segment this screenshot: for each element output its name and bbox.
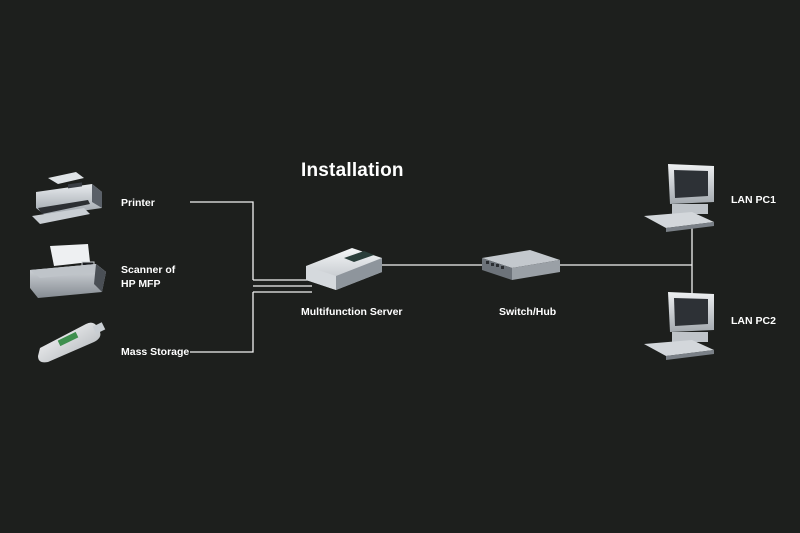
scanner-mfp-icon: [30, 244, 106, 298]
switch-hub-label: Switch/Hub: [499, 306, 557, 318]
printer-link: [190, 201, 254, 280]
printer-icon: [32, 172, 102, 224]
lan-pc1-icon: [644, 164, 714, 232]
lan-pc1-label: LAN PC1: [731, 194, 776, 206]
printer-label: Printer: [121, 197, 155, 209]
page-title: Installation: [301, 160, 404, 181]
storage-link: [190, 292, 254, 353]
scanner-label-line2: HP MFP: [121, 278, 161, 290]
multifunction-server-icon: [306, 248, 382, 290]
usb-storage-icon: [38, 322, 106, 363]
scanner-label-line1: Scanner of: [121, 264, 176, 276]
lan-pc2-icon: [644, 292, 714, 360]
mass-storage-label: Mass Storage: [121, 346, 190, 358]
scanner-label: Scanner of HP MFP: [121, 263, 175, 291]
switch-hub-icon: [482, 250, 560, 280]
lan-pc2-label: LAN PC2: [731, 315, 776, 327]
multifunction-server-label: Multifunction Server: [301, 306, 403, 318]
